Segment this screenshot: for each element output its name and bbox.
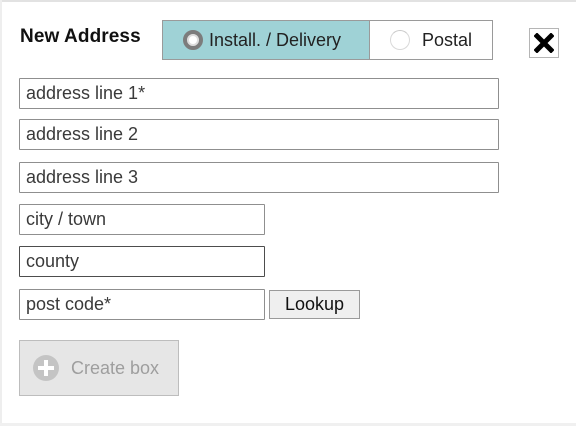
radio-checked-icon bbox=[183, 30, 203, 50]
create-box-label: Create box bbox=[71, 357, 160, 378]
radio-unchecked-icon bbox=[390, 30, 410, 50]
close-button[interactable] bbox=[529, 28, 559, 58]
bottom-divider bbox=[0, 423, 576, 426]
city-town-input[interactable] bbox=[19, 204, 265, 235]
address-type-install-delivery[interactable]: Install. / Delivery bbox=[162, 20, 370, 60]
address-type-toggle: Install. / Delivery Postal bbox=[162, 20, 493, 60]
address-type-postal[interactable]: Postal bbox=[370, 20, 493, 60]
address-line-2-input[interactable] bbox=[19, 119, 499, 150]
left-divider bbox=[0, 0, 2, 426]
plus-circle-icon bbox=[33, 355, 59, 381]
post-code-input[interactable] bbox=[19, 289, 265, 320]
address-line-3-input[interactable] bbox=[19, 162, 499, 193]
address-type-install-delivery-label: Install. / Delivery bbox=[209, 29, 342, 50]
address-line-1-input[interactable] bbox=[19, 78, 499, 109]
top-divider bbox=[0, 0, 576, 2]
address-type-postal-label: Postal bbox=[422, 29, 473, 50]
county-input[interactable] bbox=[19, 246, 265, 277]
lookup-button[interactable]: Lookup bbox=[269, 290, 360, 319]
form-title: New Address bbox=[20, 26, 141, 47]
close-x-icon bbox=[534, 33, 554, 53]
create-box-button[interactable]: Create box bbox=[19, 340, 179, 396]
